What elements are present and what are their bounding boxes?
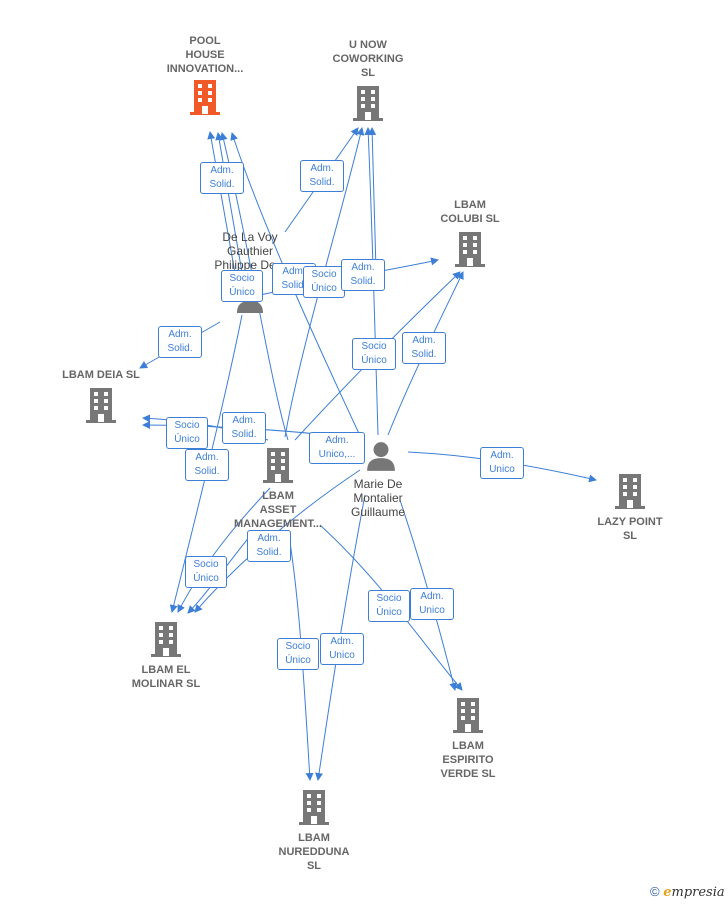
building-icon xyxy=(615,474,645,509)
person-icon xyxy=(367,442,395,471)
edge-label[interactable]: Adm. Solid. xyxy=(402,332,446,364)
edge-label[interactable]: Adm. Solid. xyxy=(158,326,202,358)
edge-label[interactable]: Adm. Solid. xyxy=(341,259,385,291)
building-icon xyxy=(86,388,116,423)
building-icon xyxy=(190,80,220,115)
edge-label[interactable]: Adm. Unico xyxy=(320,633,364,665)
copyright-icon: © xyxy=(650,884,660,899)
company-lbam-espirito-verde[interactable]: LBAM ESPIRITO VERDE SL xyxy=(418,696,518,781)
brand-logo: empresia xyxy=(663,885,725,900)
edge-label[interactable]: Socio Único xyxy=(352,338,396,370)
company-name: LBAM COLUBI SL xyxy=(440,199,500,225)
person-name: De La Voy Gauthier Philippe De... xyxy=(214,230,285,272)
company-name: LBAM ASSET MANAGEMENT... xyxy=(234,490,322,530)
building-icon xyxy=(263,448,293,483)
edge-label[interactable]: Adm. Unico,... xyxy=(309,432,365,464)
edge-label[interactable]: Adm. Solid. xyxy=(247,530,291,562)
edge-asset-molinar-1 xyxy=(177,487,271,613)
company-pool-house[interactable]: POOL HOUSE INNOVATION... xyxy=(150,34,260,121)
company-lbam-nuredduna[interactable]: LBAM NUREDDUNA SL xyxy=(264,788,364,873)
building-icon xyxy=(453,698,483,733)
company-u-now-coworking[interactable]: U NOW COWORKING SL xyxy=(318,38,418,127)
building-icon xyxy=(353,86,383,121)
company-name: LAZY POINT SL xyxy=(597,516,663,542)
edge-label[interactable]: Adm. Unico xyxy=(410,588,454,620)
edge-label[interactable]: Adm. Unico xyxy=(480,447,524,479)
edge-label[interactable]: Adm. Solid. xyxy=(185,449,229,481)
building-icon xyxy=(455,232,485,267)
edge-label[interactable]: Socio Único xyxy=(221,270,263,302)
company-lbam-el-molinar[interactable]: LBAM EL MOLINAR SL xyxy=(116,620,216,691)
company-name: LBAM DEIA SL xyxy=(62,369,140,381)
company-lazy-point[interactable]: LAZY POINT SL xyxy=(580,472,680,543)
edge-label[interactable]: Socio Único xyxy=(303,266,345,298)
edge-label[interactable]: Adm. Solid. xyxy=(222,412,266,444)
edge-delavoy-pool-1 xyxy=(207,131,239,291)
company-name: LBAM EL MOLINAR SL xyxy=(131,664,201,690)
edge-delavoy-pool-2 xyxy=(215,132,246,291)
company-name: LBAM ESPIRITO VERDE SL xyxy=(440,740,496,780)
copyright-brand: © empresia xyxy=(650,884,725,900)
edge-label[interactable]: Socio Único xyxy=(277,638,319,670)
company-lbam-deia[interactable]: LBAM DEIA SL xyxy=(48,368,154,429)
edge-label[interactable]: Adm. Solid. xyxy=(300,160,344,192)
edge-label[interactable]: Socio Único xyxy=(166,417,208,449)
person-de-la-voy[interactable]: De La Voy Gauthier Philippe De... xyxy=(196,230,304,272)
edge-marie-unow-2 xyxy=(368,127,377,271)
company-name: U NOW COWORKING SL xyxy=(332,39,404,79)
building-icon xyxy=(151,622,181,657)
person-marie[interactable]: Marie De Montalier Guillaume xyxy=(330,477,426,519)
company-name: POOL HOUSE INNOVATION... xyxy=(166,35,244,75)
edge-label[interactable]: Socio Único xyxy=(368,590,410,622)
edge-label[interactable]: Adm. Solid. xyxy=(200,162,244,194)
person-name: Marie De Montalier Guillaume xyxy=(350,477,406,519)
company-lbam-asset-management[interactable]: LBAM ASSET MANAGEMENT... xyxy=(222,446,334,531)
company-lbam-colubi[interactable]: LBAM COLUBI SL xyxy=(420,198,520,273)
edge-label[interactable]: Socio Único xyxy=(185,556,227,588)
building-icon xyxy=(299,790,329,825)
company-name: LBAM NUREDDUNA SL xyxy=(278,832,350,872)
